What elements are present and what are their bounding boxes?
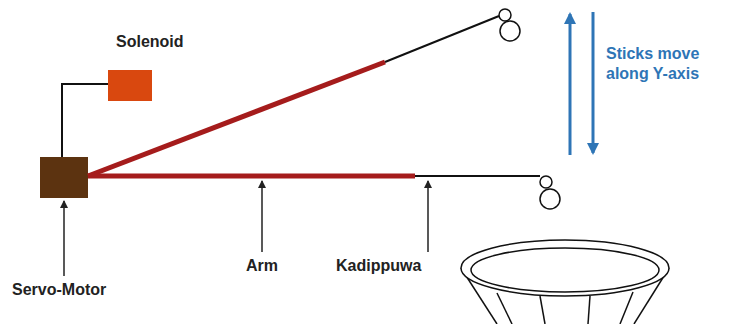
leader-arrow <box>63 201 65 276</box>
part-label: Arm <box>246 256 278 276</box>
stick-raised <box>385 16 499 62</box>
stick-lowered <box>415 175 540 177</box>
wire <box>62 84 108 157</box>
down-arrow <box>592 12 595 153</box>
part-label: Kadippuwa <box>336 256 421 276</box>
servo-motor-body <box>40 157 88 198</box>
arm-raised <box>88 62 385 176</box>
stick-head <box>540 189 560 209</box>
stick-head <box>500 21 520 41</box>
node-label: Solenoid <box>116 32 236 52</box>
solenoid-box: Solenoid <box>100 32 220 104</box>
stick-tip <box>499 9 511 21</box>
part-label: Servo-Motor <box>12 280 106 300</box>
stick-tip <box>540 176 552 188</box>
leader-arrow <box>427 181 429 252</box>
solenoid-body <box>108 70 152 101</box>
up-arrow <box>569 14 572 155</box>
motion-note: Sticks move along Y-axis <box>606 44 724 84</box>
leader-arrow <box>261 181 263 252</box>
drum <box>461 240 669 324</box>
arm-lowered <box>88 174 415 179</box>
